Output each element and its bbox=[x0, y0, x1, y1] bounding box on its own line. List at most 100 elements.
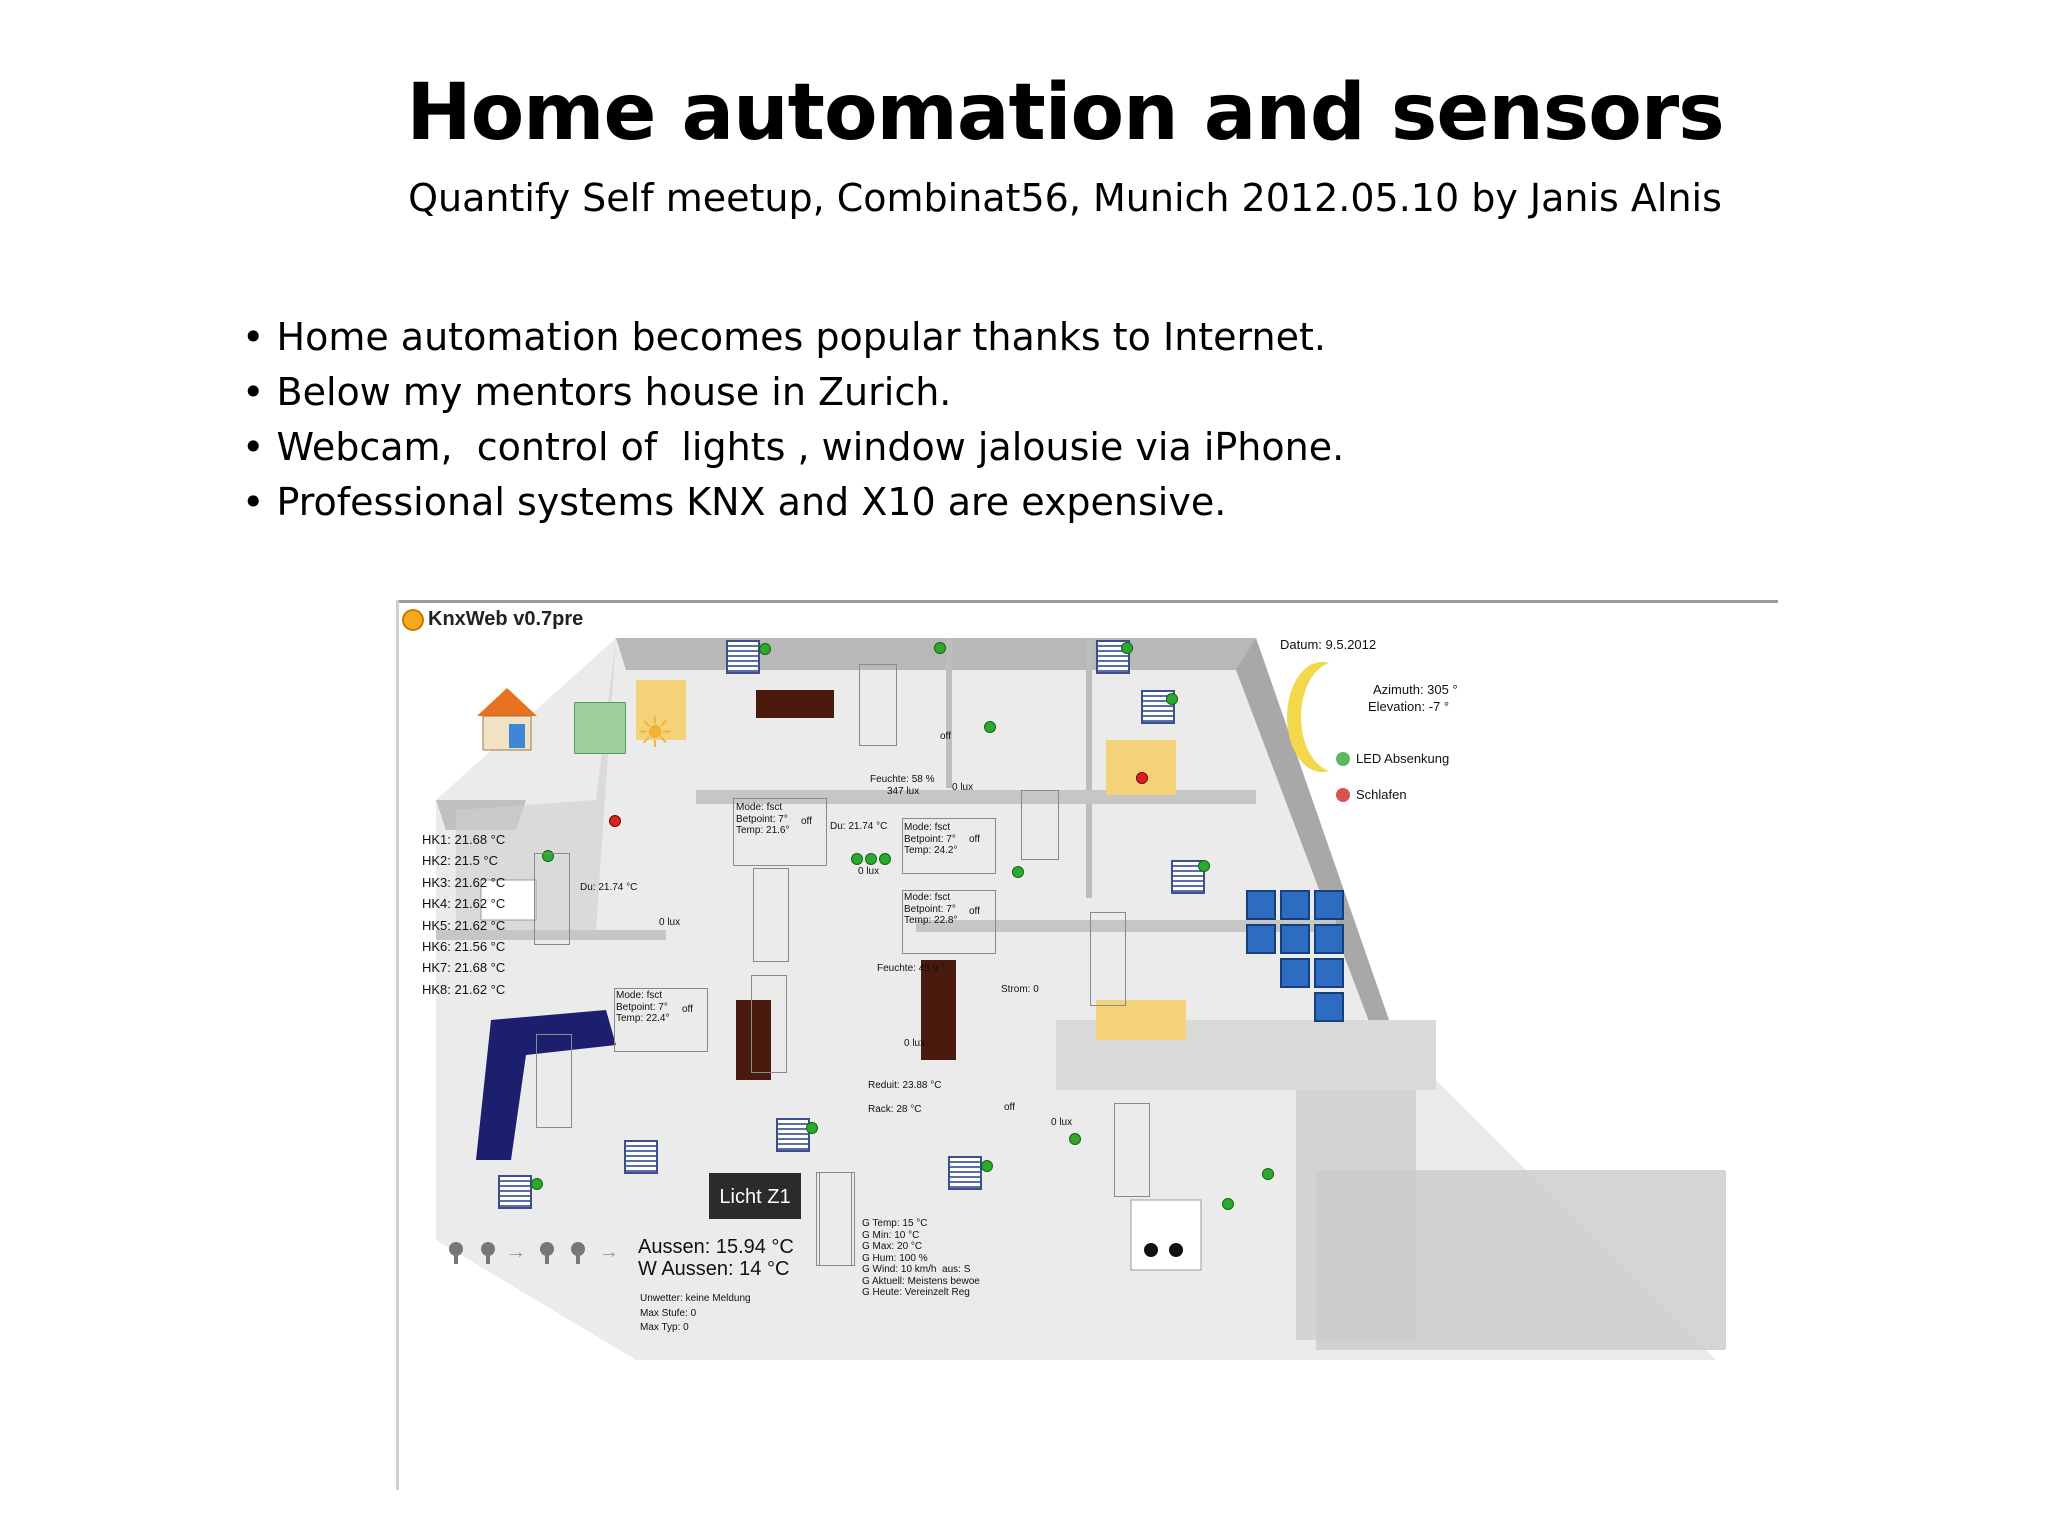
floor-plan-inner-wall bbox=[946, 638, 952, 788]
schlafen-label: Schlafen bbox=[1356, 787, 1407, 802]
light-control[interactable] bbox=[534, 853, 570, 945]
house-icon[interactable] bbox=[471, 682, 543, 754]
light-control[interactable] bbox=[1090, 912, 1126, 1006]
blind-control[interactable] bbox=[726, 640, 760, 674]
lux-label: 0 lux bbox=[952, 782, 974, 793]
bullet-item: Professional systems KNX and X10 are exp… bbox=[242, 475, 1344, 530]
licht-z1-button[interactable]: Licht Z1 bbox=[709, 1173, 801, 1219]
forecast-line: G Aktuell: Meistens bewoe bbox=[862, 1275, 980, 1287]
lux-label: 0 lux bbox=[904, 1038, 926, 1049]
off-label: off bbox=[801, 816, 812, 827]
outdoor-weather-temp-label: W Aussen: 14 °C bbox=[638, 1258, 790, 1280]
arrow-right-icon: → bbox=[506, 1241, 526, 1263]
light-control[interactable] bbox=[819, 1172, 855, 1266]
bulb-icon bbox=[540, 1242, 554, 1264]
off-label: off bbox=[1004, 1102, 1015, 1113]
lux-label: 347 lux bbox=[887, 786, 920, 797]
dining-table bbox=[736, 1000, 771, 1080]
status-indicator bbox=[851, 853, 863, 865]
plus-icon bbox=[1336, 752, 1350, 767]
off-label: off bbox=[940, 731, 951, 742]
thermostat-control[interactable] bbox=[614, 988, 708, 1052]
floor-plan-inner-wall bbox=[1316, 1170, 1726, 1350]
heating-value: HK5: 21.62 °C bbox=[422, 917, 506, 933]
webcam-icon[interactable] bbox=[1314, 992, 1344, 1022]
status-indicator bbox=[759, 643, 771, 655]
status-indicator bbox=[1121, 642, 1133, 654]
heating-value: HK2: 21.5 °C bbox=[422, 853, 499, 869]
webcam-icon[interactable] bbox=[1280, 958, 1310, 988]
datum-label: Datum: 9.5.2012 bbox=[1280, 637, 1377, 652]
bullet-list: Home automation becomes popular thanks t… bbox=[242, 310, 1345, 530]
light-control[interactable] bbox=[536, 1034, 572, 1128]
forecast-line: G Max: 20 °C bbox=[862, 1241, 923, 1252]
blind-control[interactable] bbox=[498, 1175, 532, 1209]
led-absenkung-toggle[interactable]: LED Absenkung bbox=[1336, 751, 1450, 767]
status-indicator bbox=[1012, 866, 1024, 878]
thermostat-control[interactable] bbox=[902, 818, 996, 874]
heating-value: HK7: 21.68 °C bbox=[422, 960, 506, 976]
light-control[interactable] bbox=[859, 664, 897, 746]
status-indicator bbox=[806, 1122, 818, 1134]
blind-control[interactable] bbox=[776, 1118, 810, 1152]
lux-label: 0 lux bbox=[858, 866, 880, 877]
light-control[interactable] bbox=[751, 975, 787, 1073]
status-indicator bbox=[1069, 1133, 1081, 1145]
desk bbox=[756, 690, 834, 718]
thermostat-readout: Mode: fsct Betpoint: 7° Temp: 24.2° bbox=[904, 822, 958, 856]
slide-title: Home automation and sensors bbox=[406, 68, 1724, 158]
bed bbox=[1106, 740, 1176, 795]
bed bbox=[1096, 1000, 1186, 1040]
elevation-label: Elevation: -7 ° bbox=[1368, 699, 1450, 714]
status-indicator bbox=[609, 815, 621, 827]
app-title-text: KnxWeb v0.7pre bbox=[428, 608, 584, 630]
bulb-icon bbox=[481, 1242, 495, 1264]
thermostat-readout: Mode: fsct Betpoint: 7° Temp: 22.4° bbox=[616, 990, 670, 1024]
storm-warning-label: Unwetter: keine Meldung bbox=[640, 1293, 751, 1304]
forecast-line: G Hum: 100 % bbox=[862, 1252, 928, 1264]
shower bbox=[480, 879, 537, 921]
webcam-icon[interactable] bbox=[1314, 924, 1344, 954]
status-indicator bbox=[1262, 1168, 1274, 1180]
stove-plate bbox=[1169, 1243, 1183, 1257]
map-icon[interactable] bbox=[574, 702, 626, 754]
webcam-icon[interactable] bbox=[1314, 958, 1344, 988]
azimuth-label: Azimuth: 305 ° bbox=[1373, 682, 1458, 697]
webcam-icon[interactable] bbox=[1280, 890, 1310, 920]
status-indicator bbox=[981, 1160, 993, 1172]
stove bbox=[1130, 1199, 1202, 1271]
schlafen-toggle[interactable]: Schlafen bbox=[1336, 787, 1407, 803]
knxweb-logo-icon bbox=[402, 608, 424, 631]
light-control[interactable] bbox=[1114, 1103, 1150, 1197]
thermostat-readout: Mode: fsct Betpoint: 7° Temp: 22.8° bbox=[904, 892, 958, 926]
heating-list: HK1: 21.68 °C HK2: 21.5 °C HK3: 21.62 °C… bbox=[422, 829, 505, 1000]
lux-label: 0 lux bbox=[659, 917, 681, 928]
off-label: off bbox=[969, 834, 980, 845]
thermostat-control[interactable] bbox=[902, 890, 996, 954]
shower-temp-label: Du: 21.74 °C bbox=[830, 821, 888, 832]
status-indicator bbox=[531, 1178, 543, 1190]
bullet-item: Below my mentors house in Zurich. bbox=[242, 365, 1344, 420]
forecast-line: G Temp: 15 °C bbox=[862, 1218, 928, 1229]
weather-icon[interactable]: ☀ bbox=[636, 709, 674, 756]
status-indicator bbox=[1136, 772, 1148, 784]
webcam-icon[interactable] bbox=[1280, 924, 1310, 954]
status-indicator bbox=[879, 853, 891, 865]
cabinet bbox=[921, 960, 956, 1060]
blind-control[interactable] bbox=[948, 1156, 982, 1190]
blind-control[interactable] bbox=[1096, 640, 1130, 674]
light-control[interactable] bbox=[1021, 790, 1059, 860]
status-indicator bbox=[934, 642, 946, 654]
webcam-icon[interactable] bbox=[1314, 890, 1344, 920]
thermostat-control[interactable] bbox=[733, 798, 827, 866]
max-type-label: Max Typ: 0 bbox=[640, 1322, 689, 1333]
light-control[interactable] bbox=[753, 868, 789, 962]
window-border bbox=[396, 600, 1778, 603]
status-indicator bbox=[1222, 1198, 1234, 1210]
webcam-icon[interactable] bbox=[1246, 890, 1276, 920]
floor-plan-outer-wall bbox=[456, 638, 616, 930]
forecast-line: G Heute: Vereinzelt Reg bbox=[862, 1287, 970, 1298]
webcam-icon[interactable] bbox=[1246, 924, 1276, 954]
blind-control[interactable] bbox=[624, 1140, 658, 1174]
led-absenkung-label: LED Absenkung bbox=[1356, 751, 1450, 766]
